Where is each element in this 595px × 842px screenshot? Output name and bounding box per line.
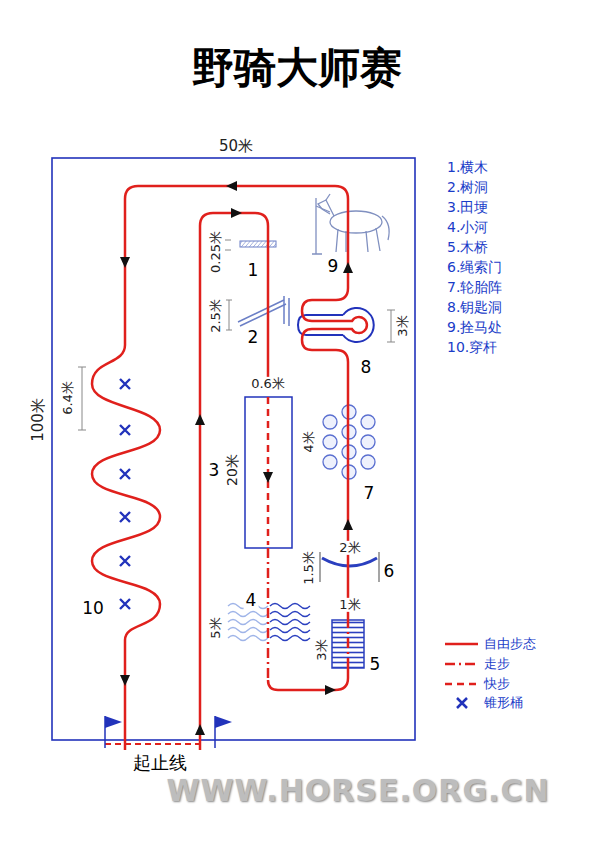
ridge-box <box>245 397 292 548</box>
rope-gate <box>320 552 379 582</box>
legend-text: 快步 <box>484 677 510 691</box>
callout-number: 7 <box>362 484 377 503</box>
pole-obstacle <box>240 241 276 247</box>
dimension: 0.6米 <box>249 377 287 391</box>
tree-hole-obstacle <box>238 296 289 326</box>
keyhole <box>298 308 374 342</box>
dimension: 3米 <box>396 313 410 338</box>
legend-item: 5.木桥 <box>447 240 488 255</box>
callout-number: 10 <box>80 599 106 618</box>
legend-item: 2.树洞 <box>447 180 488 195</box>
field-boundary <box>52 158 415 740</box>
watermark: WWW.HORSE.ORG.CN <box>166 774 549 807</box>
legend-item: 7.轮胎阵 <box>447 280 502 295</box>
legend-item: 8.钥匙洞 <box>447 300 502 315</box>
dimension: 6.4米 <box>61 379 75 417</box>
legend-text: 锥形桶 <box>484 696 523 710</box>
dimension: 4米 <box>302 429 316 454</box>
start-finish-line: 起止线 <box>131 753 189 773</box>
legend-text: 走步 <box>484 657 510 671</box>
dimension: 5米 <box>209 615 223 640</box>
dimension: 0.25米 <box>209 229 223 275</box>
callout-number: 2 <box>246 328 261 347</box>
callout-number: 9 <box>326 257 341 276</box>
dimension: 50米 <box>217 138 255 155</box>
dimension: 2.5米 <box>209 297 223 335</box>
legend-item: 1.横木 <box>447 160 488 175</box>
dimension: 100米 <box>30 396 47 444</box>
legend-item: 3.田埂 <box>447 200 488 215</box>
callout-number: 1 <box>246 261 261 280</box>
dimension: 1米 <box>337 598 362 612</box>
callout-number: 5 <box>368 655 383 674</box>
horse-illustration <box>312 194 389 254</box>
dimension: 20米 <box>225 452 240 488</box>
dimension: 1.5米 <box>302 549 316 587</box>
start-flags <box>105 716 232 748</box>
dimension: 3米 <box>315 637 329 662</box>
legend-item: 6.绳索门 <box>447 260 502 275</box>
dimension: 2米 <box>337 541 362 555</box>
callout-number: 4 <box>244 591 259 610</box>
callout-number: 3 <box>207 461 222 480</box>
wooden-bridge <box>332 620 364 668</box>
legend-item: 10.穿杆 <box>447 340 497 355</box>
route <box>92 186 367 750</box>
legend-samples <box>445 644 478 708</box>
legend-item: 4.小河 <box>447 220 488 235</box>
legend-text: 自由步态 <box>484 637 536 651</box>
legend-item: 9.拴马处 <box>447 320 502 335</box>
direction-arrows <box>120 181 353 735</box>
title: 野骑大师赛 <box>192 45 402 91</box>
callout-number: 6 <box>382 562 397 581</box>
callout-number: 8 <box>359 358 374 377</box>
